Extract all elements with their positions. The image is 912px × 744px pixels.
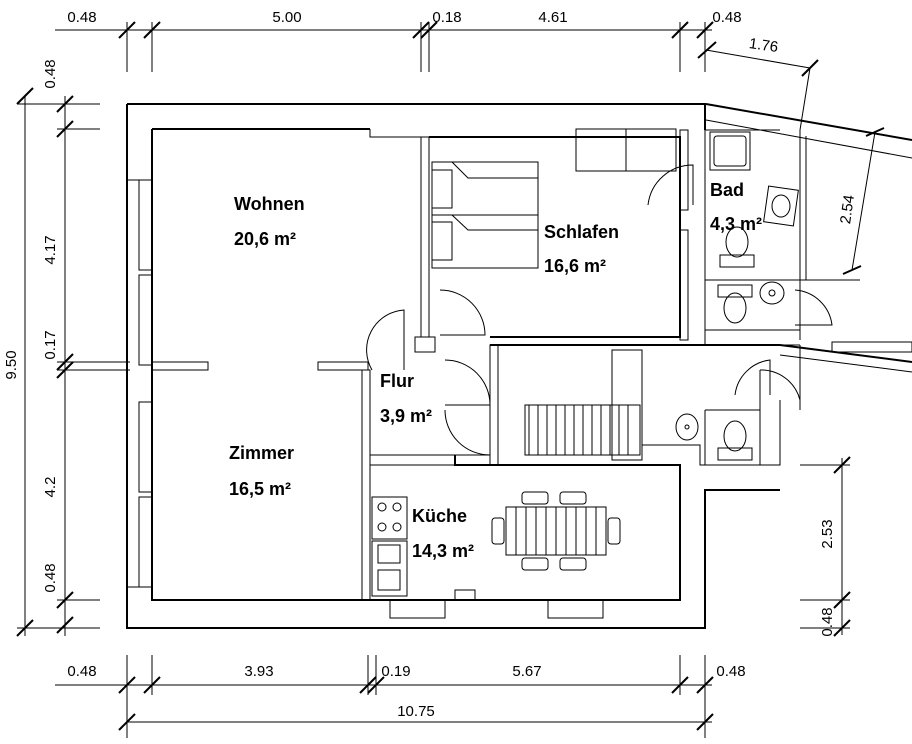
dim-top-4: 4.61: [538, 9, 567, 26]
dim-left-3: 0.17: [42, 330, 59, 359]
dim-left-4: 4.2: [42, 477, 59, 498]
room-kueche-area: 14,3 m²: [412, 541, 474, 561]
room-kueche-name: Küche: [412, 506, 467, 526]
walls: [126, 103, 912, 629]
doors: [366, 164, 833, 456]
room-zimmer-area: 16,5 m²: [229, 479, 291, 499]
dim-top-3: 0.18: [432, 9, 461, 26]
shower-icon: [709, 131, 751, 171]
dim-top-right-1: 1.76: [748, 35, 779, 56]
dim-left-2: 4.17: [42, 235, 59, 264]
dim-right-bottom-1: 2.53: [819, 519, 836, 548]
toilet-icon: [719, 226, 755, 268]
dimension-lines: [16, 21, 885, 738]
dim-bottom-2: 3.93: [244, 663, 273, 680]
furniture: [371, 128, 799, 597]
dim-right-bottom-2: 0.48: [819, 607, 836, 636]
dim-top-2: 5.00: [272, 9, 301, 26]
room-zimmer-name: Zimmer: [229, 443, 294, 463]
room-bad-name: Bad: [710, 180, 744, 200]
dim-left-1: 0.48: [42, 59, 59, 88]
dim-top-5: 0.48: [712, 9, 741, 26]
dimension-labels: 0.48 5.00 0.18 4.61 0.48 1.76 2.54 9.50 …: [3, 9, 858, 720]
dim-bottom-1: 0.48: [67, 663, 96, 680]
stove-icon: [371, 496, 408, 540]
washbasin-icon: [759, 281, 785, 305]
dim-left-total: 9.50: [3, 350, 20, 379]
room-flur-area: 3,9 m²: [380, 406, 432, 426]
room-labels: Wohnen 20,6 m² Schlafen 16,6 m² Bad 4,3 …: [229, 180, 762, 561]
room-schlafen-area: 16,6 m²: [544, 256, 606, 276]
room-schlafen-name: Schlafen: [544, 222, 619, 242]
room-bad-area: 4,3 m²: [710, 214, 762, 234]
stairs: [524, 404, 641, 456]
toilet-icon: [717, 284, 753, 324]
dining-table-icon: [491, 491, 621, 571]
room-flur-name: Flur: [380, 371, 414, 391]
dim-right-top: 2.54: [837, 194, 858, 225]
wardrobe-icon: [575, 128, 677, 172]
room-wohnen-name: Wohnen: [234, 194, 305, 214]
dim-bottom-5: 0.48: [716, 663, 745, 680]
sink-icon: [371, 540, 408, 597]
room-wohnen-area: 20,6 m²: [234, 229, 296, 249]
washbasin-icon: [763, 185, 799, 227]
dim-bottom-3: 0.19: [381, 663, 410, 680]
dim-left-5: 0.48: [42, 563, 59, 592]
washbasin-icon: [675, 413, 699, 441]
toilet-icon: [717, 420, 753, 461]
dim-top-1: 0.48: [67, 9, 96, 26]
dim-overall: 10.75: [397, 703, 435, 720]
dim-bottom-4: 5.67: [512, 663, 541, 680]
bed-icon: [431, 161, 539, 269]
